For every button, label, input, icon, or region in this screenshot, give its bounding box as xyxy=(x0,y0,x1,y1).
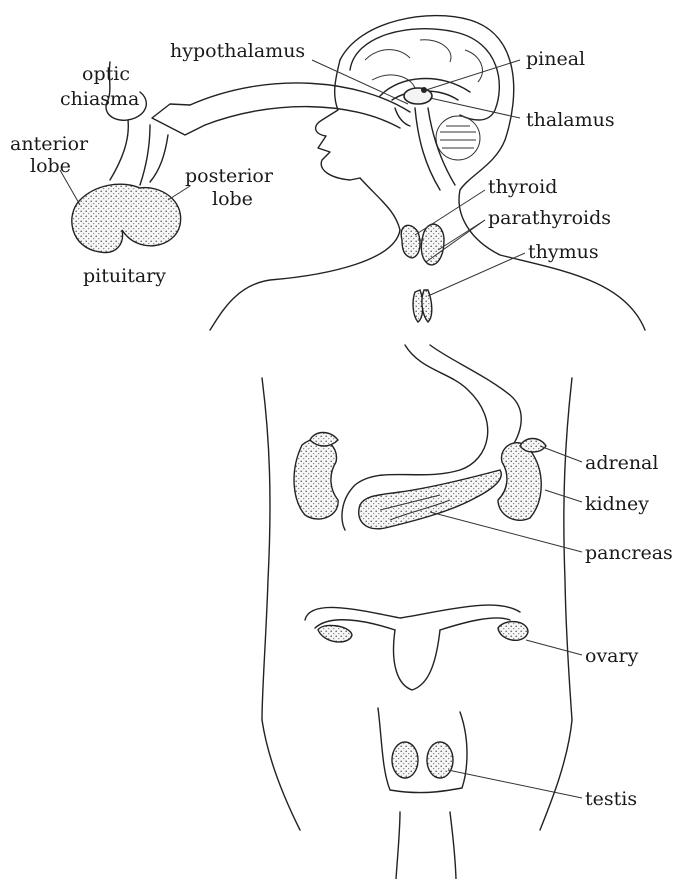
label-pineal: pineal xyxy=(526,48,585,70)
label-posterior: posterior xyxy=(185,165,274,187)
leader-thalamus xyxy=(430,98,520,118)
label-ovary: ovary xyxy=(585,645,639,667)
label-optic: optic xyxy=(82,63,130,85)
labels: optic chiasma anterior lobe posterior lo… xyxy=(10,40,673,810)
uterus-ovaries xyxy=(305,605,528,690)
label-thalamus: thalamus xyxy=(526,109,615,131)
pancreas xyxy=(359,470,502,529)
label-pituitary: pituitary xyxy=(83,265,166,287)
brain xyxy=(350,29,499,190)
leader-thyroid xyxy=(415,190,485,235)
pituitary-arrow xyxy=(152,83,410,135)
label-thymus: thymus xyxy=(528,241,599,263)
body-outline xyxy=(210,16,645,879)
leader-thymus xyxy=(428,253,525,296)
leader-testis xyxy=(448,770,582,798)
label-parathyroids: parathyroids xyxy=(488,207,611,229)
leader-lines xyxy=(60,60,582,798)
leader-adrenal xyxy=(540,446,582,462)
thymus-gland xyxy=(413,290,432,322)
label-anterior: anterior xyxy=(10,133,89,155)
leader-posterior-lobe xyxy=(168,186,190,200)
label-anterior-lobe: lobe xyxy=(30,155,71,177)
leader-pineal xyxy=(426,60,520,90)
label-testis: testis xyxy=(585,788,637,810)
label-pancreas: pancreas xyxy=(585,542,673,564)
testes xyxy=(378,708,467,793)
leader-pancreas xyxy=(430,512,582,552)
label-kidney: kidney xyxy=(585,493,649,515)
label-thyroid: thyroid xyxy=(488,176,557,198)
label-adrenal: adrenal xyxy=(585,452,658,474)
label-hypothalamus: hypothalamus xyxy=(170,40,305,62)
label-posterior-lobe: lobe xyxy=(212,188,253,210)
leader-hypothalamus xyxy=(312,60,408,104)
leader-ovary xyxy=(526,640,582,655)
label-chiasma: chiasma xyxy=(60,88,139,110)
